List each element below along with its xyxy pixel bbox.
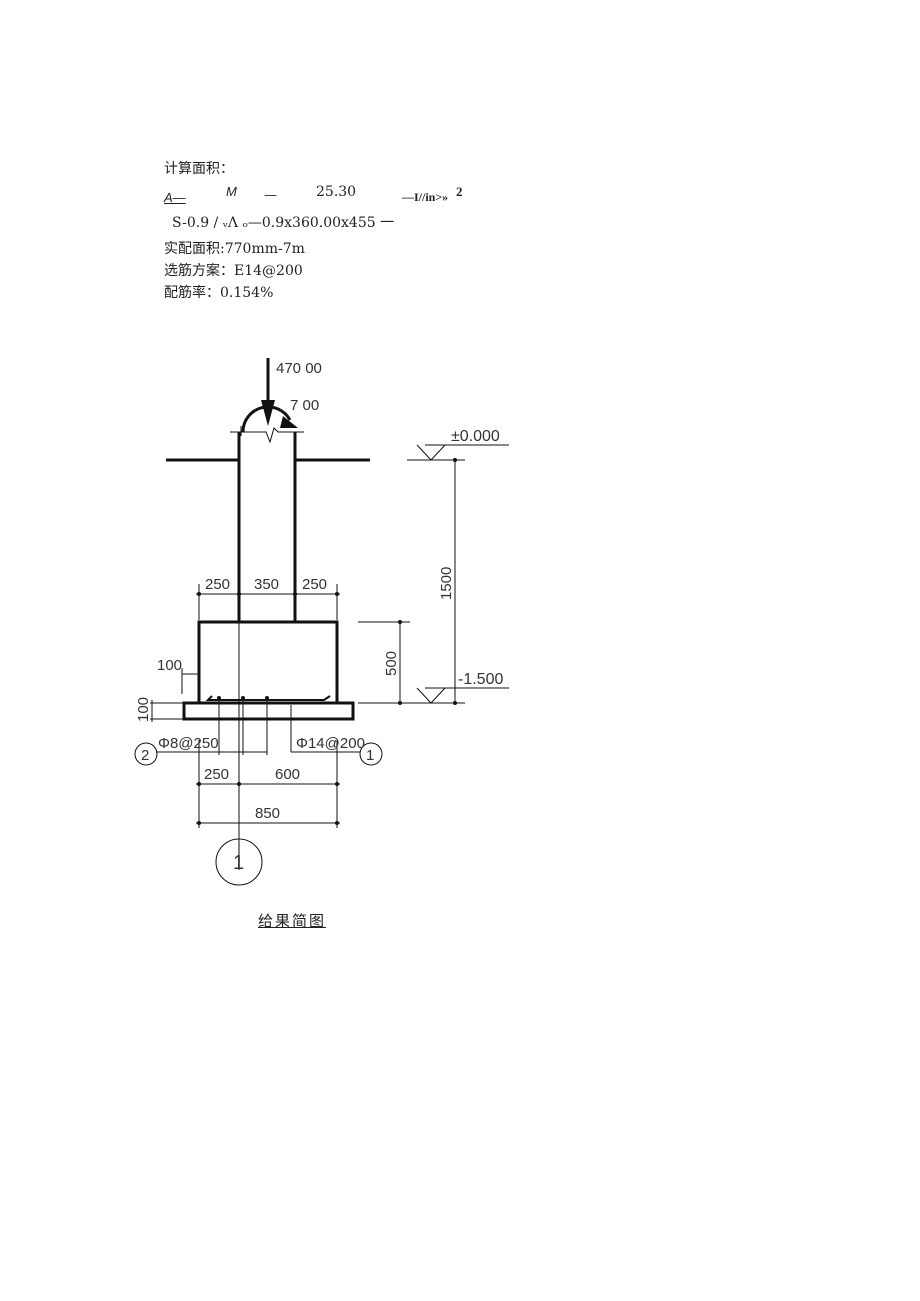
dim-pad: 100 xyxy=(135,697,152,722)
rebar-right-label: Φ14@200 xyxy=(296,735,365,752)
dim-bottom-2: 600 xyxy=(275,766,300,783)
formula-num: 25.30 xyxy=(316,184,357,200)
dim-top-2: 350 xyxy=(254,576,279,593)
axis-tag: 1 xyxy=(233,852,244,874)
rebar-left-label: Φ8@250 xyxy=(158,735,219,752)
formula-tail: —I//in>» xyxy=(402,190,449,204)
formula-dash: — xyxy=(264,188,277,203)
tag-right: 1 xyxy=(366,747,374,764)
dim-top-1: 250 xyxy=(205,576,230,593)
rebar-ratio: 配筋率：0.154% xyxy=(164,285,274,301)
actual-area: 实配面积:770mm-7m xyxy=(164,241,305,257)
axial-load-label: 470 00 xyxy=(276,360,322,377)
dim-footing-height: 500 xyxy=(383,651,400,676)
drawing-caption: 给果简图 xyxy=(258,912,327,930)
tag-left: 2 xyxy=(141,747,149,764)
elev-bottom-label: -1.500 xyxy=(458,671,503,688)
dim-total: 850 xyxy=(255,805,280,822)
dim-bottom-1: 250 xyxy=(204,766,229,783)
rebar-scheme: 选筋方案：E14@200 xyxy=(164,263,303,279)
moment-label: 7 00 xyxy=(290,397,319,414)
dim-top-3: 250 xyxy=(302,576,327,593)
depth-dim-label: 1500 xyxy=(438,567,455,600)
formula-exp: 2 xyxy=(456,184,463,199)
formula-bottom: S-0.9 / ᵥΛ ₒ—0.9x360.00x455 一 xyxy=(172,215,395,231)
calc-heading: 计算面积： xyxy=(164,161,234,177)
formula-A: A— xyxy=(164,190,186,205)
formula-M: M xyxy=(226,184,237,199)
dim-cover: 100 xyxy=(157,657,182,674)
elev-top-label: ±0.000 xyxy=(451,428,500,445)
